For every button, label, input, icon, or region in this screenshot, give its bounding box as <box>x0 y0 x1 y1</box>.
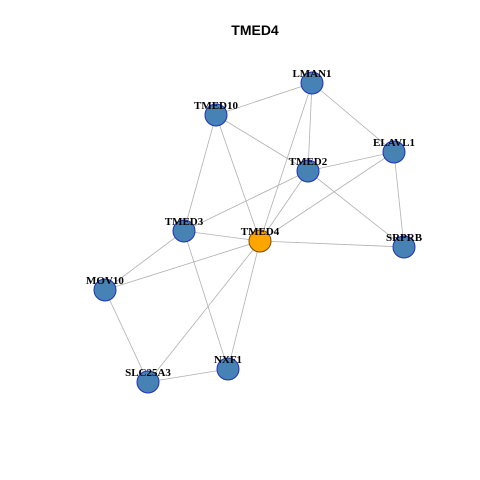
edge-tmed10-tmed3 <box>183 114 217 232</box>
edge-elavl1-tmed2 <box>307 151 395 172</box>
edge-lman1-tmed2 <box>307 82 313 172</box>
node-tmed3 <box>172 219 196 243</box>
node-layer <box>93 71 416 394</box>
node-srprb <box>392 235 416 259</box>
edge-tmed2-tmed4 <box>259 170 309 242</box>
edge-nxf1-slc25a3 <box>147 368 229 383</box>
node-label-lman1: LMAN1 <box>292 68 331 80</box>
edge-tmed4-slc25a3 <box>147 240 261 383</box>
node-mov10 <box>93 278 117 302</box>
edge-tmed3-tmed4 <box>183 230 261 242</box>
node-label-mov10: MOV10 <box>86 275 124 287</box>
edge-tmed4-srprb <box>259 240 405 248</box>
node-label-tmed3: TMED3 <box>165 216 204 228</box>
edge-lman1-tmed4 <box>259 82 313 242</box>
node-elavl1 <box>382 140 406 164</box>
node-slc25a3 <box>136 370 160 394</box>
edge-tmed3-nxf1 <box>183 230 229 370</box>
node-label-nxf1: NXF1 <box>214 354 242 366</box>
edge-tmed4-mov10 <box>104 240 261 291</box>
node-label-tmed4: TMED4 <box>241 226 280 238</box>
edge-elavl1-tmed4 <box>259 151 395 242</box>
node-tmed10 <box>204 103 228 127</box>
edge-tmed2-tmed3 <box>183 170 309 232</box>
edge-tmed2-srprb <box>307 170 405 248</box>
edge-mov10-slc25a3 <box>104 289 149 383</box>
node-label-slc25a3: SLC25A3 <box>125 367 171 379</box>
node-tmed4 <box>248 229 272 253</box>
edge-tmed3-mov10 <box>104 230 185 291</box>
edge-lman1-tmed10 <box>215 82 313 116</box>
diagram-title: TMED4 <box>231 22 279 38</box>
node-label-srprb: SRPRB <box>386 232 423 244</box>
node-label-tmed10: TMED10 <box>194 100 239 112</box>
edge-lman1-elavl1 <box>311 82 395 153</box>
edge-layer <box>104 82 405 383</box>
node-lman1 <box>300 71 324 95</box>
edge-tmed10-tmed4 <box>215 114 261 242</box>
edge-elavl1-srprb <box>393 151 405 248</box>
edge-tmed4-nxf1 <box>227 240 261 370</box>
node-label-elavl1: ELAVL1 <box>373 137 415 149</box>
node-label-tmed2: TMED2 <box>289 156 328 168</box>
edge-tmed10-tmed2 <box>215 114 309 172</box>
node-nxf1 <box>216 357 240 381</box>
node-tmed2 <box>296 159 320 183</box>
